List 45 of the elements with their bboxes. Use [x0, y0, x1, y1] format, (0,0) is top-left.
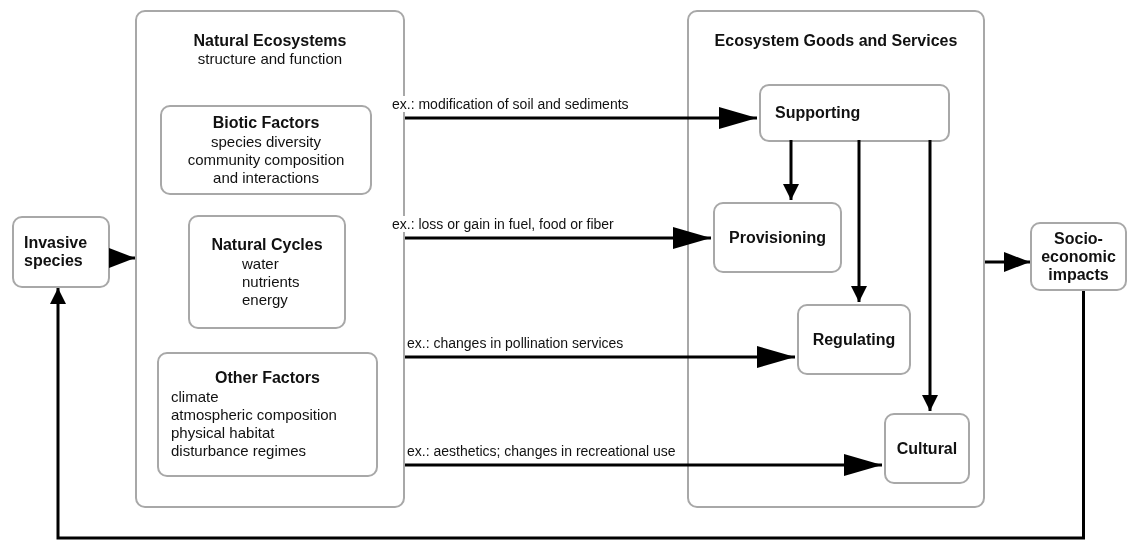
arrow [922, 140, 938, 411]
box-title: Provisioning [728, 228, 827, 247]
process-box [713, 202, 842, 273]
arrow [985, 252, 1030, 272]
box-text: water [241, 254, 280, 273]
box-title: Socio-economic impacts [1040, 229, 1117, 284]
process-box [884, 413, 970, 484]
process-box [12, 216, 110, 288]
box-text: physical habitat [171, 424, 276, 442]
box-text: atmospheric composition [171, 406, 338, 424]
arrow [109, 248, 135, 268]
arrow [405, 107, 757, 129]
box-title: Natural Cycles [210, 235, 324, 254]
edge-label: ex.: loss or gain in fuel, food or fiber [390, 216, 616, 232]
box-text: species diversity [209, 132, 322, 151]
box-title: Invasive species [24, 234, 89, 270]
arrow [405, 346, 795, 368]
box-text: disturbance regimes [171, 442, 308, 460]
box-title: Biotic Factors [211, 113, 321, 132]
arrow [405, 227, 711, 249]
box-text: structure and function [196, 50, 344, 68]
edge-label: ex.: changes in pollination services [405, 335, 626, 351]
box-title: Cultural [895, 439, 959, 458]
group-panel [687, 10, 985, 508]
process-box [188, 215, 346, 329]
box-text: nutrients [241, 272, 301, 291]
arrow [50, 288, 1085, 540]
process-box [759, 84, 950, 142]
box-title: Natural Ecosystems [192, 32, 348, 50]
edge-label: ex.: modification of soil and sediments [390, 96, 631, 112]
arrow [851, 140, 867, 302]
arrow [405, 454, 882, 476]
box-text: energy [241, 290, 289, 309]
process-box [797, 304, 911, 375]
process-box [1030, 222, 1127, 291]
arrow [783, 140, 799, 200]
box-title: Supporting [775, 104, 862, 122]
process-box [157, 352, 378, 477]
process-box [160, 105, 372, 195]
box-text: climate [171, 388, 220, 406]
edge-label: ex.: aesthetics; changes in recreational use [405, 443, 678, 459]
box-title: Regulating [811, 330, 897, 349]
box-title: Other Factors [214, 369, 321, 387]
box-text: community composition and interactions [186, 150, 346, 187]
box-title: Ecosystem Goods and Services [713, 32, 959, 50]
